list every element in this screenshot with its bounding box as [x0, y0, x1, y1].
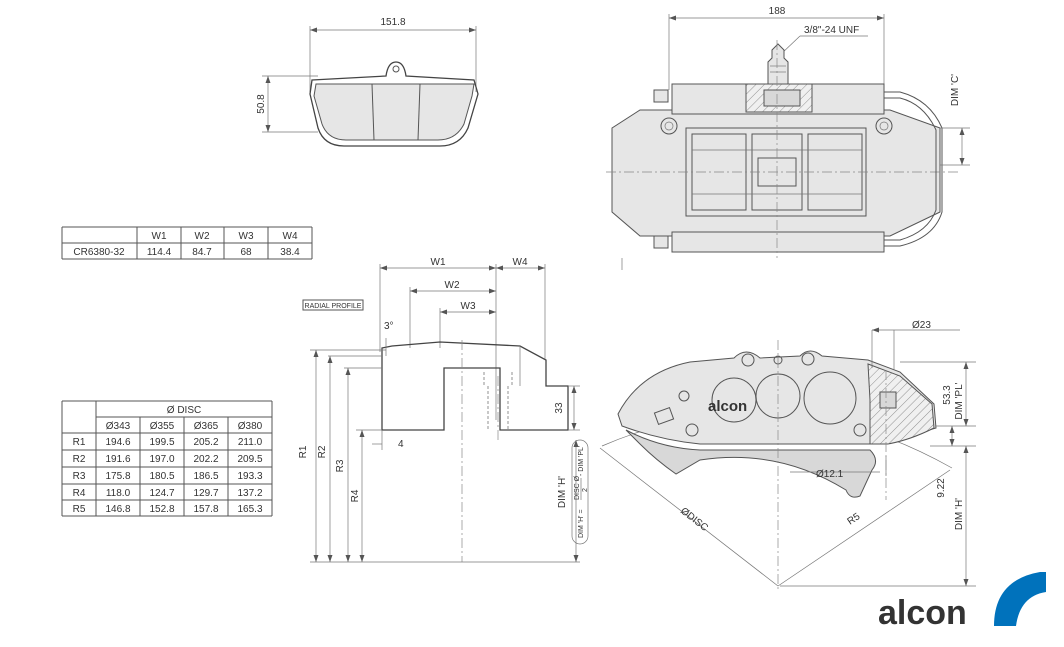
width-table-header: W2	[195, 231, 210, 242]
radius-table-row-label: R5	[73, 504, 86, 515]
formula-left: DIM 'H' =	[578, 509, 585, 538]
height-33-label: 33	[554, 402, 565, 414]
width-table-header: W1	[152, 231, 167, 242]
w1-label: W1	[431, 257, 446, 268]
width-table-cell: CR6380-32	[73, 247, 125, 258]
pad-width-label: 151.8	[380, 17, 405, 28]
radius-table-cell: 118.0	[106, 488, 131, 499]
r5-label: R5	[846, 511, 863, 528]
pl-value-label: 53.3	[942, 385, 953, 405]
radius-table-cell: 152.8	[149, 504, 174, 515]
pad-view: 151.8 50.8	[256, 17, 479, 147]
pad-height-label: 50.8	[256, 94, 267, 114]
dim-c-label: DIM 'C'	[950, 74, 961, 106]
gap-label: 9.22	[936, 478, 947, 498]
radius-table-column: Ø355	[150, 421, 175, 432]
cast-logo-text: alcon	[708, 398, 747, 415]
w2-label: W2	[445, 280, 460, 291]
radius-table-row-label: R1	[73, 437, 86, 448]
logo-swoosh-icon	[994, 572, 1046, 626]
radius-table-row-label: R4	[73, 488, 86, 499]
radius-table-cell: 146.8	[105, 504, 130, 515]
radius-table-cell: 180.5	[149, 471, 174, 482]
radius-table-cell: 193.3	[237, 471, 262, 482]
logo-wordmark: alcon	[878, 594, 967, 632]
r3-label: R3	[335, 459, 346, 472]
disc-diameter-label: ØDISC	[678, 506, 710, 534]
hole-diameter-label: Ø12.1	[816, 469, 844, 480]
thread-spec-label: 3/8"-24 UNF	[804, 25, 859, 36]
formula-denominator: 2	[582, 488, 589, 492]
width-table: W1 W2 W3 W4 CR6380-32 114.4 84.7 68 38.4	[61, 226, 313, 260]
radius-table-cell: 186.5	[193, 471, 218, 482]
width-table-cell: 114.4	[147, 247, 172, 258]
caliper-side-view: ØDISC R5 alcon Ø23 Ø12.1 5	[599, 320, 976, 590]
radius-table-cell: 157.8	[193, 504, 218, 515]
radius-table-row-label: R2	[73, 454, 86, 465]
radius-table-cell: 194.6	[105, 437, 130, 448]
radius-table-cell: 137.2	[237, 488, 262, 499]
radius-table-group-header: Ø DISC	[167, 405, 201, 416]
radius-table-cell: 124.7	[149, 488, 174, 499]
width-table-cell: 84.7	[192, 247, 212, 258]
pad-friction-material	[313, 83, 475, 141]
side-dim-h-label: DIM 'H'	[954, 498, 965, 530]
caliper-top-view: 188 3/8"-24 UNF	[606, 6, 970, 270]
r4-label: R4	[350, 489, 361, 502]
radius-table-cell: 129.7	[193, 488, 218, 499]
radial-profile-view: RADIAL PROFILE W1 W4 W2 W3 3° 4	[298, 257, 589, 563]
radius-table-cell: 205.2	[193, 437, 218, 448]
radius-table-cell: 175.8	[105, 471, 130, 482]
width-table-header: W3	[239, 231, 254, 242]
caliper-width-label: 188	[769, 6, 786, 17]
r2-label: R2	[317, 445, 328, 458]
width-table-header: W4	[283, 231, 298, 242]
offset-label: 4	[398, 439, 404, 450]
w3-label: W3	[461, 301, 476, 312]
dim-h-label: DIM 'H'	[557, 476, 568, 508]
radius-table-cell: 191.6	[105, 454, 130, 465]
radius-table-column: Ø343	[106, 421, 131, 432]
formula-right: - DIM 'PL'	[578, 446, 585, 476]
radius-table-cell: 211.0	[238, 437, 263, 448]
radius-table-row-label: R3	[73, 471, 86, 482]
radius-table-cell: 197.0	[149, 454, 174, 465]
radius-table-cell: 199.5	[149, 437, 174, 448]
r1-label: R1	[298, 445, 309, 458]
alcon-logo: alcon	[878, 572, 1046, 632]
radius-table-column: Ø380	[238, 421, 263, 432]
formula-numerator: DISC Ø	[574, 475, 581, 500]
radius-table: Ø DISC Ø343 Ø355 Ø365 Ø380 R1 194.6 199.…	[61, 400, 273, 517]
radius-table-cell: 202.2	[193, 454, 218, 465]
angle-label: 3°	[384, 321, 394, 332]
bore-diameter-label: Ø23	[912, 320, 931, 331]
dim-pl-label: DIM 'PL'	[954, 382, 965, 419]
radius-table-column: Ø365	[194, 421, 219, 432]
radius-table-cell: 209.5	[237, 454, 262, 465]
pad-backplate	[309, 61, 479, 147]
width-table-cell: 68	[240, 247, 252, 258]
w4-label: W4	[513, 257, 528, 268]
radius-table-cell: 165.3	[237, 504, 262, 515]
width-table-cell: 38.4	[280, 247, 300, 258]
radial-profile-label: RADIAL PROFILE	[305, 303, 362, 310]
